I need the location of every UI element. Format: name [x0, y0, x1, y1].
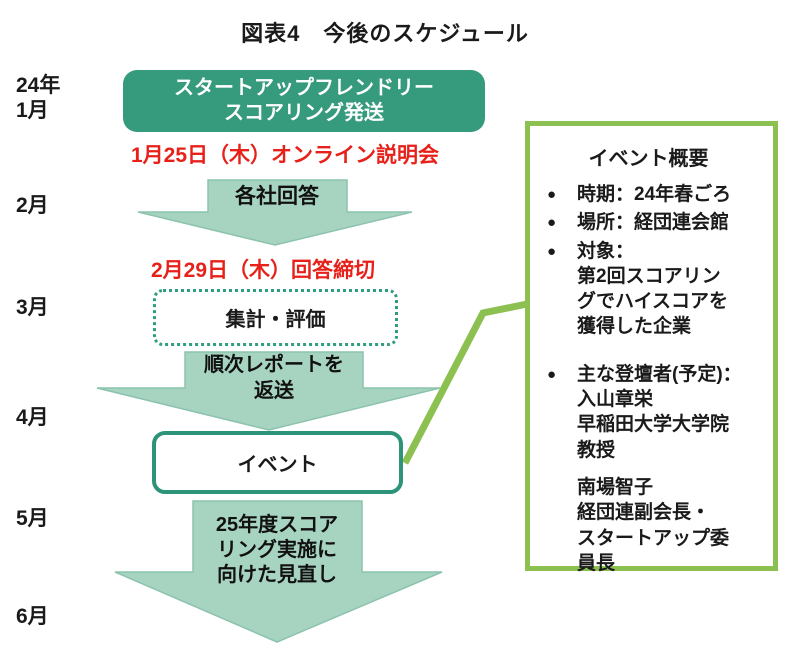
scoring-dispatch-box: スタートアップフレンドリー スコアリング発送: [123, 70, 485, 132]
list-item-time: ● 時期：24年春ごろ: [530, 182, 767, 207]
event-summary-title: イベント概要: [588, 148, 709, 170]
list-item-speakers: ● 主な登壇者(予定)： 入山章栄 早稲田大学大学院 教授 南場智子 経団連副会…: [530, 362, 767, 576]
down-arrow-3: [114, 500, 443, 643]
month-label-mar: 3月: [16, 296, 49, 319]
list-item-speakers-block: 主な登壇者(予定)： 入山章栄 早稲田大学大学院 教授 南場智子 経団連副会長・…: [577, 362, 767, 576]
list-item-place: ● 場所：経団連会館: [530, 210, 767, 235]
bullet-icon: ●: [547, 214, 557, 232]
list-item-place-text: 場所：経団連会館: [577, 212, 730, 234]
arrow1-label-company-responses: 各社回答: [235, 185, 319, 208]
tally-evaluation-box: 集計・評価: [153, 289, 398, 346]
month-label-apr: 4月: [16, 406, 49, 429]
bullet-icon: ●: [547, 365, 557, 383]
month-label-jan24: 24年 1月: [16, 74, 61, 122]
event-summary-panel: イベント概要 ● 時期：24年春ごろ ● 場所：経団連会館 ● 対象： 第2回ス…: [525, 121, 778, 574]
list-item-target-text: 対象： 第2回スコアリン グでハイスコアを 獲得した企業: [577, 240, 729, 338]
down-arrow-1: [137, 179, 413, 246]
list-item-time-text: 時期：24年春ごろ: [577, 184, 732, 205]
month-label-feb: 2月: [16, 194, 49, 217]
event-box: イベント: [152, 431, 403, 494]
speaker-2-text: 南場智子 経団連副会長・ スタートアップ委 員長: [577, 476, 730, 574]
down-arrow-2: [96, 351, 441, 431]
month-label-jun: 6月: [16, 605, 49, 628]
month-label-may: 5月: [16, 507, 49, 530]
list-item-target: ● 対象： 第2回スコアリン グでハイスコアを 獲得した企業: [530, 239, 767, 340]
bullet-icon: ●: [547, 186, 557, 203]
arrow3-label-fy25-review: 25年度スコア リング実施に 向けた見直し: [215, 514, 339, 586]
response-deadline-note: 2月29日（木）回答締切: [150, 259, 376, 282]
arrow2-label-return-reports: 順次レポートを 返送: [204, 354, 344, 402]
speaker-1-text: 主な登壇者(予定)： 入山章栄 早稲田大学大学院 教授: [577, 363, 742, 461]
callout-connector-line: [401, 300, 528, 465]
online-briefing-note: 1月25日（木）オンライン説明会: [130, 144, 440, 167]
figure-title: 図表4 今後のスケジュール: [241, 21, 529, 46]
bullet-icon: ●: [547, 242, 557, 260]
